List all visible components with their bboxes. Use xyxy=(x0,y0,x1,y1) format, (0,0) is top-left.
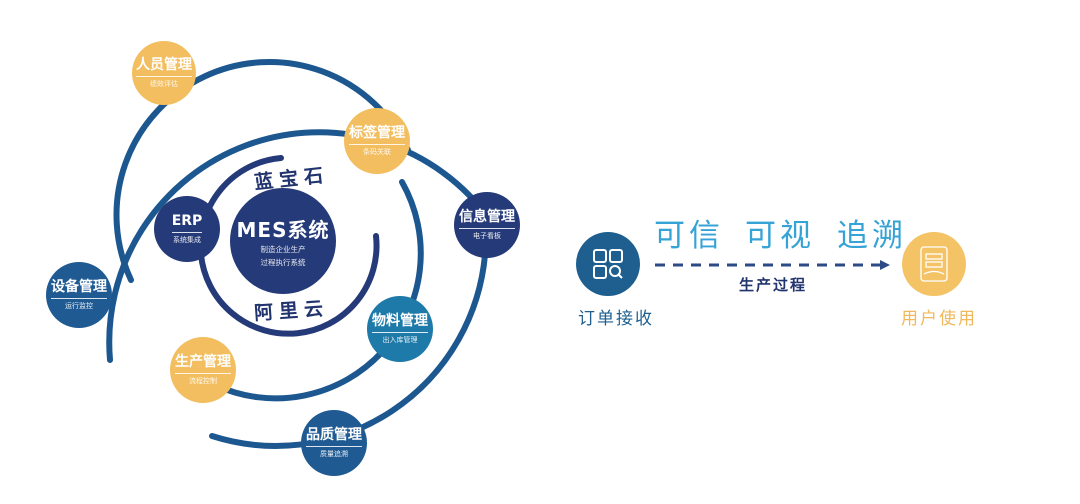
node-subtitle: 运行监控 xyxy=(65,302,93,310)
node-title: ERP xyxy=(171,213,203,233)
slogan-trusted: 可信 xyxy=(654,218,724,254)
node-label[interactable]: 标签管理 条码关联 xyxy=(344,108,410,174)
node-subtitle: 质量追溯 xyxy=(320,450,348,458)
middle-ring-arc xyxy=(113,59,411,283)
node-title: 人员管理 xyxy=(136,57,192,77)
node-equipment[interactable]: 设备管理 运行监控 xyxy=(46,262,112,328)
ring-label-bottom: 阿里云 xyxy=(253,297,330,325)
mes-core[interactable]: MES系统 制造企业生产 过程执行系统 xyxy=(230,188,336,294)
arrow-head-icon xyxy=(880,260,890,270)
node-info[interactable]: 信息管理 电子看板 xyxy=(454,192,520,258)
core-desc-line2: 过程执行系统 xyxy=(260,257,306,267)
node-subtitle: 条码关联 xyxy=(363,148,391,156)
node-title: 物料管理 xyxy=(372,313,428,333)
node-production[interactable]: 生产管理 流程控制 xyxy=(170,337,236,403)
core-title: MES系统 xyxy=(236,217,330,242)
user-use-icon[interactable] xyxy=(902,232,966,296)
node-quality[interactable]: 品质管理 质量追溯 xyxy=(301,410,367,476)
core-desc-line1: 制造企业生产 xyxy=(260,244,306,254)
flow-process-label: 生产过程 xyxy=(739,276,808,294)
inner-ring-arc xyxy=(197,155,380,337)
grid-search-icon xyxy=(593,249,623,279)
user-use-label: 用户使用 xyxy=(901,309,977,329)
node-subtitle: 出入库管理 xyxy=(382,336,418,344)
node-erp[interactable]: ERP 系统集成 xyxy=(154,196,220,262)
node-title: 生产管理 xyxy=(175,354,231,374)
node-material[interactable]: 物料管理 出入库管理 xyxy=(367,296,433,362)
node-title: 信息管理 xyxy=(459,209,515,229)
node-title: 设备管理 xyxy=(51,279,107,299)
slogan-traceable: 追溯 xyxy=(837,218,907,254)
node-subtitle: 系统集成 xyxy=(173,236,201,244)
node-subtitle: 绩效评估 xyxy=(150,80,178,88)
order-receive-label: 订单接收 xyxy=(578,309,654,329)
node-subtitle: 电子看板 xyxy=(473,232,501,240)
node-title: 品质管理 xyxy=(306,427,362,447)
meter-device-icon xyxy=(920,246,948,282)
order-receive-icon[interactable] xyxy=(576,232,640,296)
outer-ring-arc-lower xyxy=(209,252,488,449)
node-title: 标签管理 xyxy=(349,125,405,145)
slogan-visible: 可视 xyxy=(745,218,815,254)
outer-ring-arc xyxy=(106,129,493,363)
node-subtitle: 流程控制 xyxy=(189,377,217,385)
node-personnel[interactable]: 人员管理 绩效评估 xyxy=(132,41,196,105)
